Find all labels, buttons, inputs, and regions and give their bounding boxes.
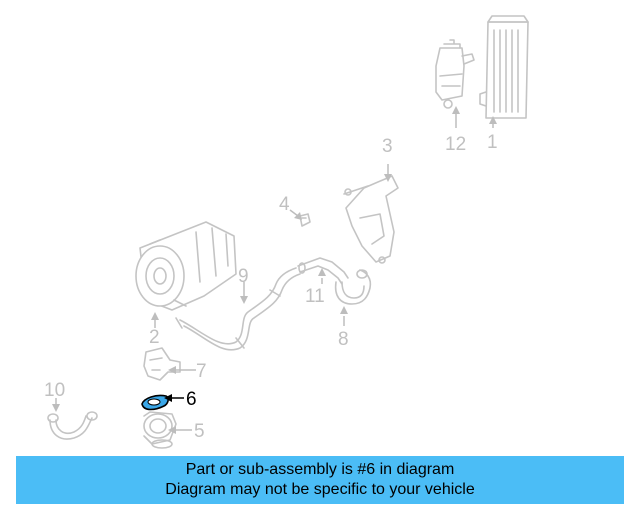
callout-7: 7 — [196, 361, 207, 382]
callout-9: 9 — [238, 266, 249, 287]
banner-line-2: Diagram may not be specific to your vehi… — [165, 481, 475, 498]
part-4-nut[interactable] — [299, 213, 311, 227]
leader-lines — [52, 106, 497, 434]
callout-10: 10 — [44, 380, 65, 401]
part-9-hose[interactable] — [175, 267, 301, 351]
callout-3: 3 — [382, 136, 393, 157]
callout-8: 8 — [338, 329, 349, 350]
callout-labels: 1 12 3 4 9 11 8 2 7 6 5 10 — [44, 132, 498, 442]
part-7-pipe[interactable] — [143, 347, 181, 381]
part-11-hose[interactable] — [297, 257, 349, 285]
part-3-bracket[interactable] — [343, 175, 399, 264]
part-12-valve[interactable] — [435, 39, 475, 109]
callout-12: 12 — [445, 134, 466, 155]
parts-diagram: 1 12 3 4 9 11 8 2 7 6 5 10 — [44, 15, 529, 449]
banner-line-1: Part or sub-assembly is #6 in diagram — [185, 461, 455, 478]
part-1-cooler[interactable] — [479, 15, 529, 119]
callout-5: 5 — [194, 421, 205, 442]
callout-1: 1 — [487, 132, 498, 153]
part-6-gasket[interactable] — [141, 394, 169, 411]
callout-6: 6 — [186, 389, 197, 410]
callout-2: 2 — [149, 327, 160, 348]
callout-4: 4 — [279, 194, 290, 215]
part-5-valve[interactable] — [143, 411, 177, 449]
part-8-hose[interactable] — [334, 269, 372, 305]
part-2-air-pump[interactable] — [135, 221, 237, 311]
part-10-pipe[interactable] — [47, 411, 98, 440]
info-banner: Part or sub-assembly is #6 in diagram Di… — [16, 456, 624, 504]
callout-11: 11 — [305, 286, 325, 307]
